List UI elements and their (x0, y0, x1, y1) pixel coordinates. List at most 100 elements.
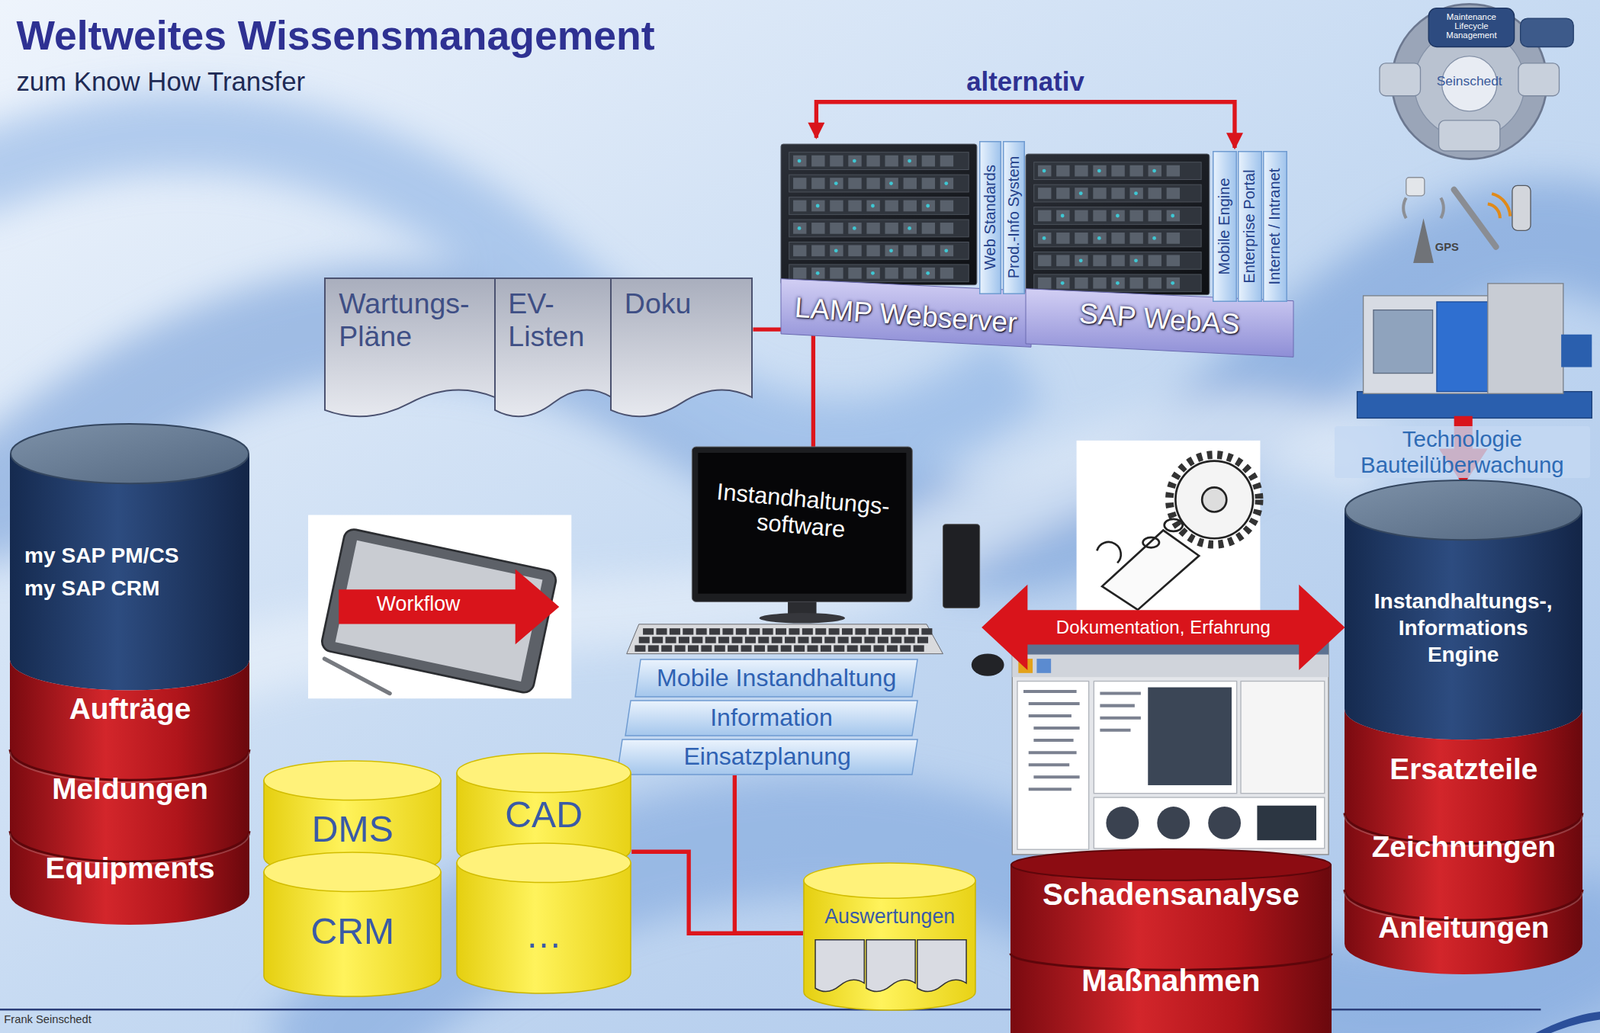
connector-line (631, 851, 804, 934)
machine-window (1373, 310, 1433, 374)
status-led (1041, 236, 1046, 241)
monitor-frame (691, 446, 913, 602)
drive-bay (1166, 210, 1180, 222)
keyboard-key (828, 628, 839, 635)
workflow-arrow (338, 568, 560, 645)
status-led (1041, 169, 1046, 174)
drive-bay (1166, 232, 1180, 245)
keyboard-key (714, 645, 726, 652)
status-led (1134, 258, 1138, 263)
server-band: Internet / Intranet (1262, 151, 1288, 303)
database-cylinder-outline (803, 862, 977, 1011)
drive-bay (1166, 277, 1180, 290)
status-led (1079, 191, 1083, 196)
keyboard-key (811, 636, 823, 643)
status-led (833, 248, 838, 253)
node-text: Meldungen (9, 772, 250, 807)
status-led (1079, 258, 1083, 263)
drive-bay (1074, 165, 1088, 177)
drive-bay (1056, 210, 1070, 222)
window-toolbar (1012, 655, 1329, 678)
band-shape (1263, 151, 1288, 303)
report-sheet (866, 939, 916, 992)
node-text: my SAP CRM (24, 576, 241, 601)
band-text: Internet / Intranet (1266, 168, 1285, 286)
drive-bay (811, 199, 825, 212)
drive-bay (902, 244, 916, 257)
node-text: Auswertungen (803, 905, 977, 929)
node-text: Information (624, 703, 919, 733)
node-text: Zeichnungen (1344, 830, 1583, 865)
keyboard-key (788, 628, 800, 635)
band-text: Mobile Engine (1215, 177, 1234, 275)
node-text: Doku (624, 287, 748, 321)
drive-row (1033, 251, 1201, 270)
drive-bay (921, 199, 935, 212)
drive-bay (884, 222, 898, 235)
cylinder-top (803, 863, 976, 899)
keyboard-key (921, 628, 932, 635)
drive-row (1033, 184, 1201, 203)
status-led (925, 271, 930, 276)
cylinder-top (263, 761, 441, 801)
drive-bay (1111, 165, 1125, 177)
drive-bay (921, 222, 935, 235)
keyboard-key (881, 628, 893, 635)
keyboard-key (908, 628, 919, 635)
status-led (1097, 236, 1102, 241)
drive-bay (939, 244, 953, 257)
machine-photo (1147, 687, 1232, 786)
gear-wheel (1175, 461, 1254, 540)
gps-antenna (1413, 218, 1434, 264)
database-cylinder-outline (1010, 848, 1332, 1033)
drive-bay (1037, 232, 1051, 245)
drive-bay (1074, 277, 1088, 290)
drive-bay (811, 244, 825, 257)
server-rack (780, 144, 977, 286)
puzzle-piece (1428, 8, 1514, 48)
cylinder-lower (9, 660, 250, 926)
drive-row (788, 264, 968, 283)
status-led (1152, 236, 1157, 241)
keyboard-key (758, 636, 769, 643)
drive-bay (829, 199, 843, 212)
drive-bay (1037, 165, 1051, 177)
keyboard-key (851, 636, 862, 643)
machine-base (1357, 391, 1593, 419)
drive-row (788, 196, 968, 215)
drive-bay (811, 222, 825, 235)
keyboard-key (913, 645, 925, 652)
drive-bay (1111, 277, 1125, 290)
radio-waves (1403, 197, 1444, 219)
tablet-picture (308, 514, 572, 699)
node-text: EV- Listen (507, 287, 611, 354)
drive-bay (1092, 210, 1106, 222)
keyboard-key (838, 636, 849, 643)
status-led (815, 271, 820, 276)
computer-screen-outline (624, 446, 982, 656)
drive-bay (1074, 187, 1088, 200)
drive-bay (902, 222, 916, 235)
status-led (944, 248, 948, 253)
gear-teeth (1169, 455, 1260, 546)
document-shape: Wartungs- Pläne (324, 277, 496, 421)
keyboard-key (722, 628, 733, 635)
drive-bay (1092, 277, 1106, 290)
keyboard-key (748, 628, 760, 635)
software-band: Mobile Instandhaltung (634, 658, 919, 698)
gauge (1256, 806, 1317, 841)
drive-bay (939, 177, 953, 190)
status-led (1060, 214, 1064, 219)
washer (1164, 519, 1183, 532)
status-led (1097, 169, 1102, 174)
drive-bay (939, 267, 953, 280)
drive-bay (884, 154, 898, 167)
drive-bay (1166, 165, 1180, 177)
status-led (907, 158, 912, 163)
picture-ground (1076, 440, 1261, 614)
keyboard-key (890, 636, 902, 643)
drive-bay (1129, 165, 1143, 177)
washer (1143, 537, 1160, 548)
edge-label: alternativ (966, 67, 1085, 98)
status-led (889, 248, 894, 253)
